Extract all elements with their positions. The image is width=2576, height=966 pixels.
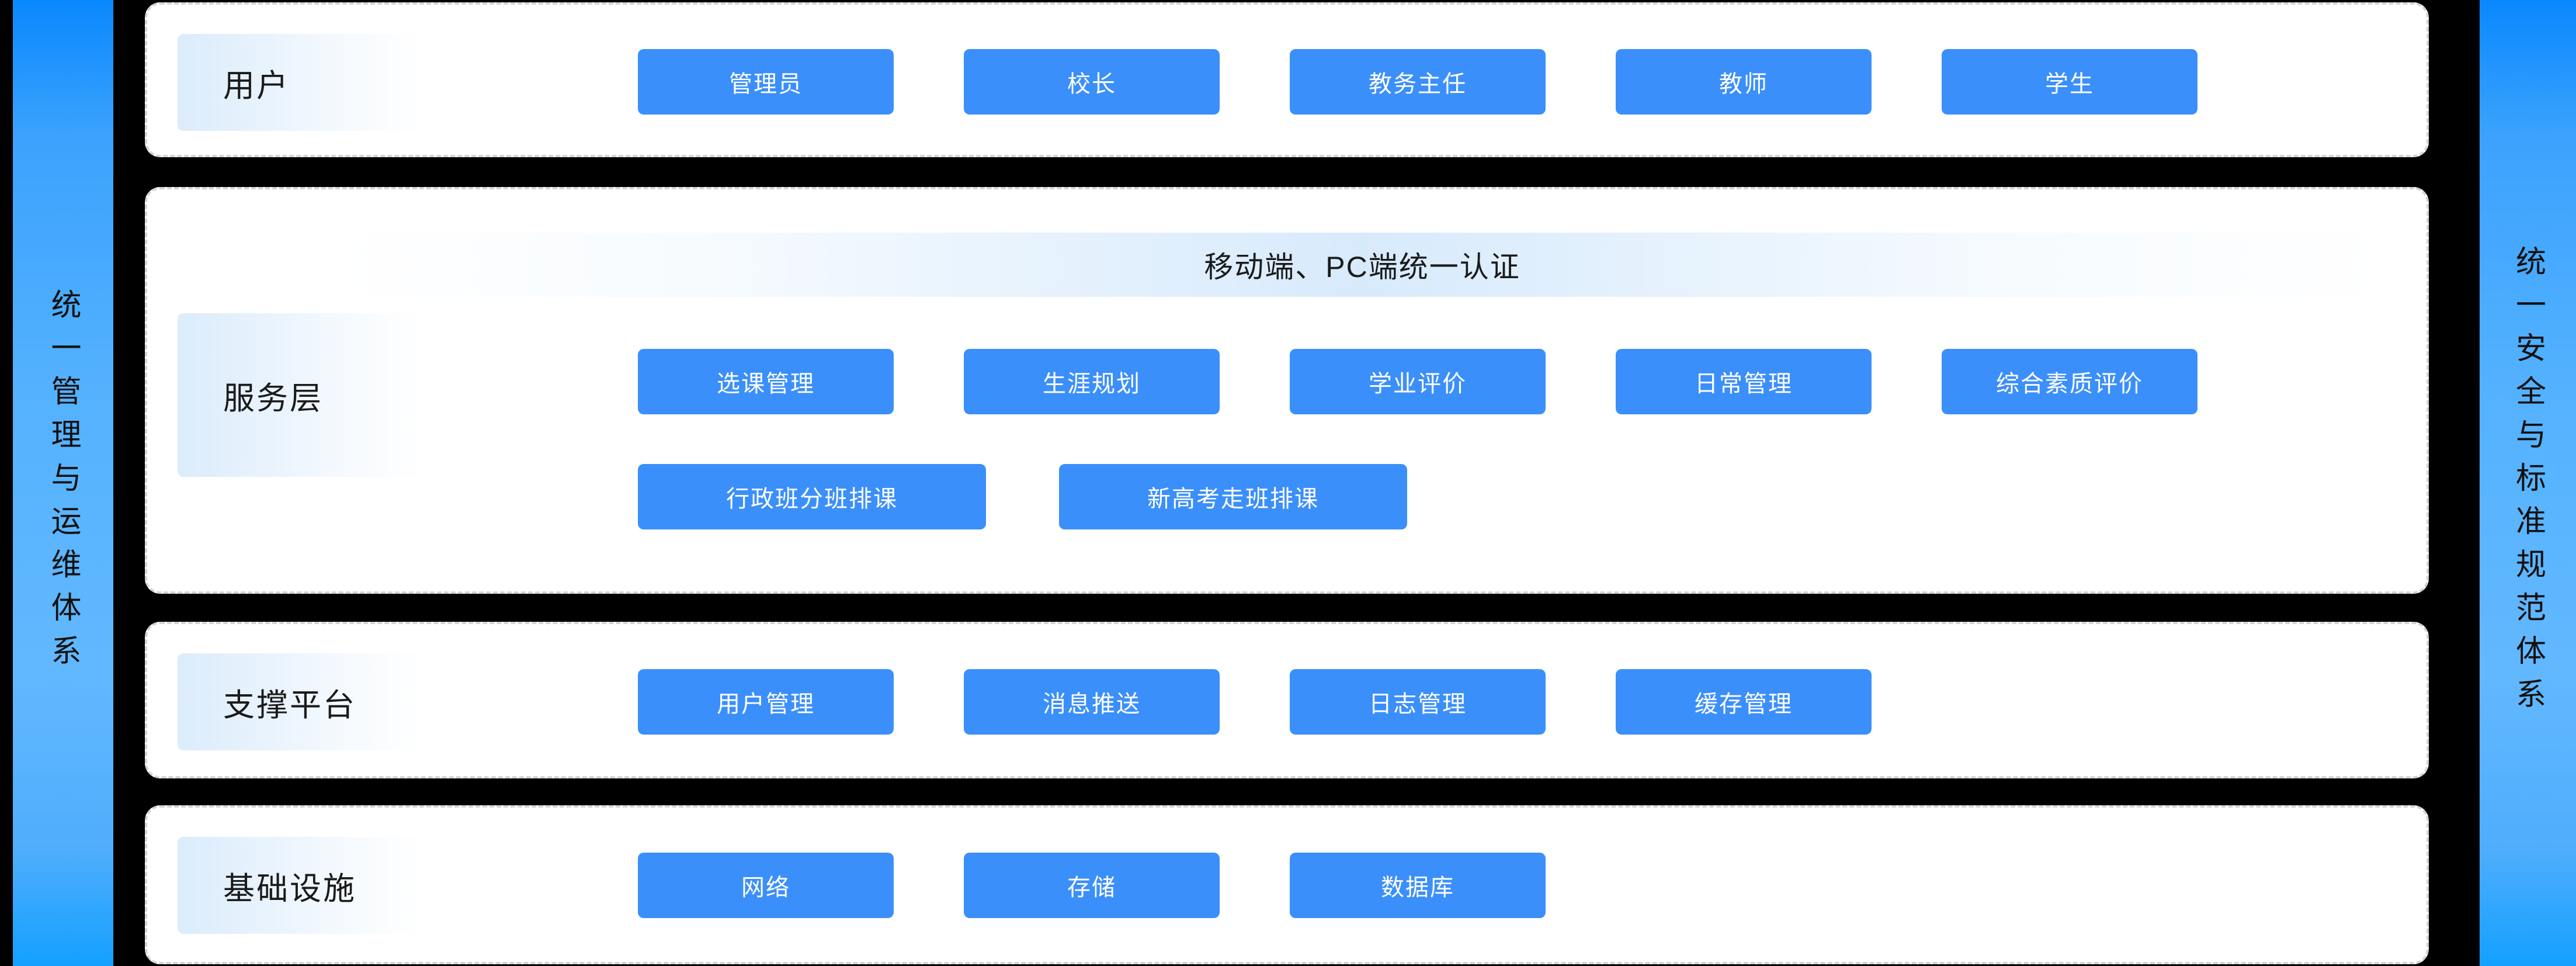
right-ribbon-unified-security: 统一安全与标准规范体系 [2480, 0, 2576, 966]
layer-panel-service: 移动端、PC端统一认证 服务层 选课管理 生涯规划 学业评价 日常管理 综合素质… [145, 187, 2429, 594]
layer-label-user: 用户 [178, 34, 423, 131]
pill-support-user-mgmt[interactable]: 用户管理 [638, 669, 894, 735]
pill-user-teacher[interactable]: 教师 [1616, 49, 1872, 115]
pill-support-log-mgmt[interactable]: 日志管理 [1290, 669, 1546, 735]
layer-label-service: 服务层 [178, 313, 423, 477]
layer-panel-user: 用户 管理员 校长 教务主任 教师 学生 [145, 2, 2429, 157]
pill-user-admin[interactable]: 管理员 [638, 49, 894, 115]
pill-row-service-1: 选课管理 生涯规划 学业评价 日常管理 综合素质评价 [638, 349, 2197, 414]
pill-support-cache-mgmt[interactable]: 缓存管理 [1616, 669, 1872, 735]
pill-service-daily-mgmt[interactable]: 日常管理 [1616, 349, 1872, 414]
layer-label-infrastructure: 基础设施 [178, 837, 423, 934]
pill-row-infrastructure: 网络 存储 数据库 [638, 853, 1546, 918]
layer-label-support: 支撑平台 [178, 653, 423, 750]
layer-panel-support: 支撑平台 用户管理 消息推送 日志管理 缓存管理 [145, 622, 2429, 778]
pill-service-admin-class-scheduling[interactable]: 行政班分班排课 [638, 464, 986, 529]
pill-service-course-selection[interactable]: 选课管理 [638, 349, 894, 414]
pill-user-student[interactable]: 学生 [1942, 49, 2197, 115]
unified-auth-label: 移动端、PC端统一认证 [1204, 251, 1520, 283]
pill-row-support: 用户管理 消息推送 日志管理 缓存管理 [638, 669, 1872, 735]
pill-row-user: 管理员 校长 教务主任 教师 学生 [638, 49, 2197, 115]
pill-service-gaokao-scheduling[interactable]: 新高考走班排课 [1059, 464, 1407, 529]
right-ribbon-label: 统一安全与标准规范体系 [2511, 245, 2545, 721]
pill-user-principal[interactable]: 校长 [964, 49, 1220, 115]
left-ribbon-label: 统一管理与运维体系 [46, 288, 80, 678]
layer-panel-infrastructure: 基础设施 网络 存储 数据库 [145, 805, 2429, 964]
pill-service-quality-eval[interactable]: 综合素质评价 [1942, 349, 2197, 414]
pill-support-message-push[interactable]: 消息推送 [964, 669, 1220, 735]
pill-row-service-2: 行政班分班排课 新高考走班排课 [638, 464, 1407, 529]
pill-service-career-planning[interactable]: 生涯规划 [964, 349, 1220, 414]
pill-infra-storage[interactable]: 存储 [964, 853, 1220, 918]
left-ribbon-unified-management: 统一管理与运维体系 [13, 0, 113, 966]
pill-infra-database[interactable]: 数据库 [1290, 853, 1546, 918]
pill-user-dean[interactable]: 教务主任 [1290, 49, 1546, 115]
pill-service-academic-eval[interactable]: 学业评价 [1290, 349, 1546, 414]
pill-infra-network[interactable]: 网络 [638, 853, 894, 918]
unified-auth-banner: 移动端、PC端统一认证 [334, 233, 2390, 297]
